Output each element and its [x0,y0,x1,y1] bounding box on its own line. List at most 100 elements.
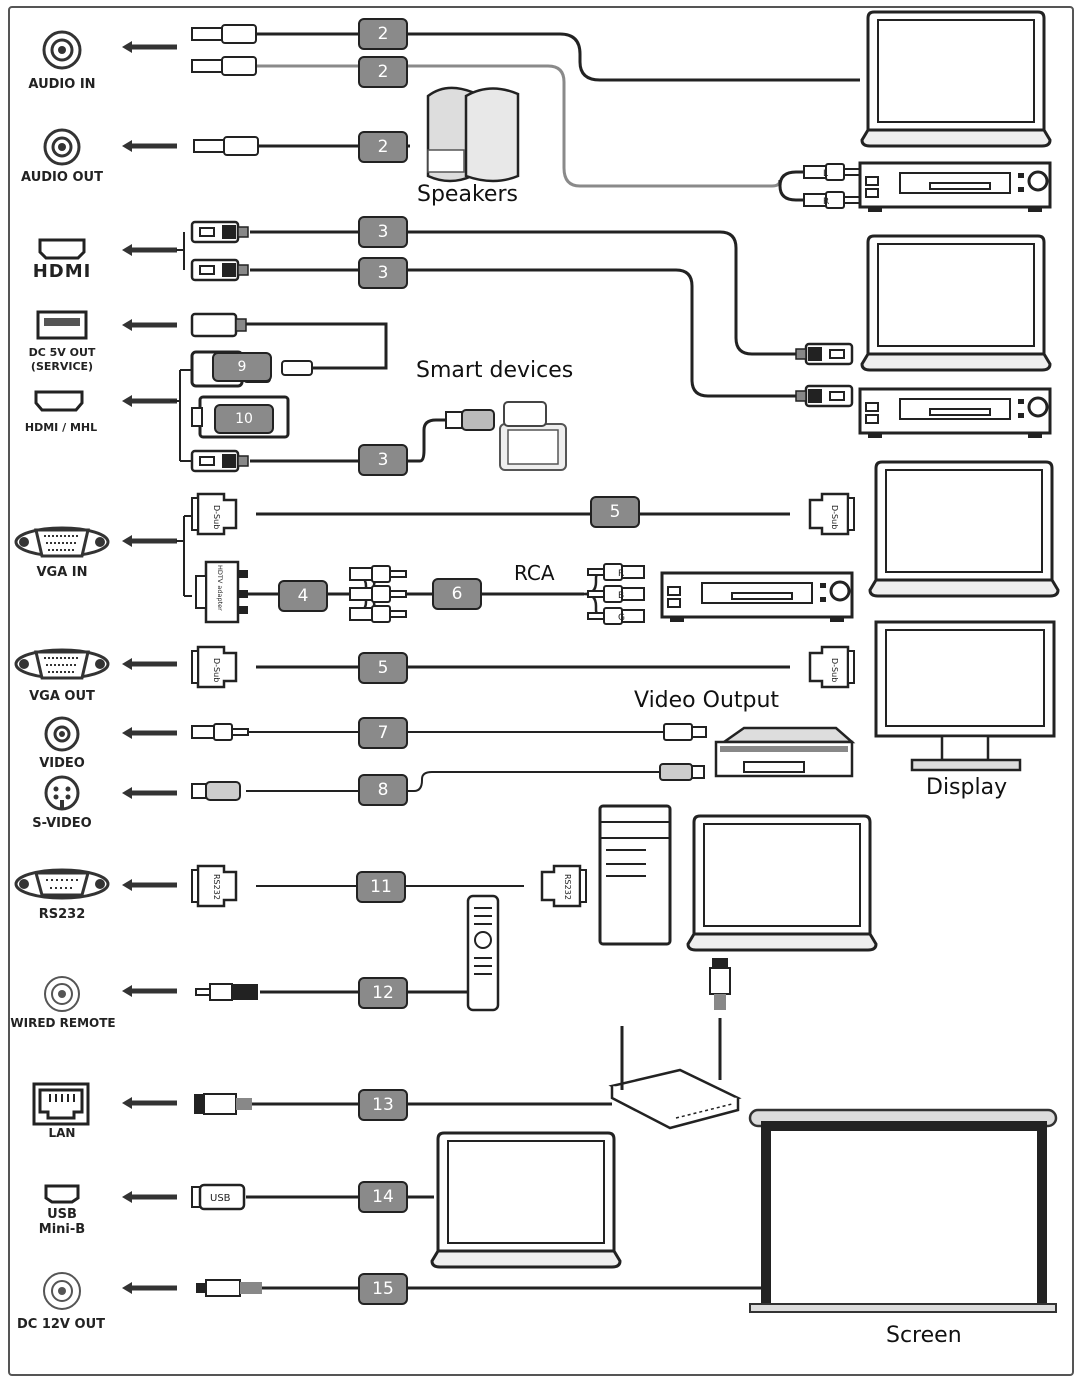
cable-badge: 14 [358,1181,408,1213]
hdmi-plug-icon [190,449,250,473]
cable-badge: 7 [358,717,408,749]
svg-text:D-Sub: D-Sub [212,658,221,682]
device-label-video-output: Video Output [634,688,780,713]
port-label-hdmi-mhl: HDMI / MHL [24,421,98,434]
cable-badge: 5 [358,652,408,684]
device-label-screen: Screen [886,1323,962,1348]
cable-badge: 9 [212,352,272,382]
rca-plug-icon [663,723,707,741]
svg-text:L: L [823,169,828,179]
dvd-player-icon [714,726,856,778]
arrow-icon [122,41,177,1294]
vcr-icon [660,571,854,624]
cable-badge: 2 [358,18,408,50]
vga-in-port-icon [14,526,110,558]
lan-cable-plug-icon [709,958,731,1010]
diagram-frame [8,6,1074,1376]
hdmi-mhl-port-icon [34,390,84,412]
hdmi-plug-icon [190,220,250,244]
projection-screen-icon [748,1108,1058,1313]
svg-text:USB: USB [210,1193,231,1204]
port-label-dc5v-out: DC 5V OUT (SERVICE) [28,346,96,373]
svideo-jack-icon [44,775,80,811]
device-label-rca: RCA [514,561,555,585]
cable-badge: 3 [358,216,408,248]
vcr-icon [858,161,1052,214]
cable-badge: 4 [278,580,328,612]
port-label-usb-mini-b: USB Mini-B [38,1207,86,1237]
cable-badge: 11 [356,871,406,903]
svg-text:R: R [618,569,624,579]
component-plugs-icon [587,563,645,625]
audio-plug-icon [191,56,257,76]
svg-text:R: R [823,197,829,207]
laptop-icon [860,10,1052,148]
svg-text:RS232: RS232 [212,874,221,900]
usb-mini-b-port-icon [44,1184,80,1204]
svg-text:D-Sub: D-Sub [830,658,839,682]
cable-badge: 3 [358,444,408,476]
hdmi-plug-icon [794,342,854,366]
port-label-vga-in: VGA IN [36,565,88,580]
connector-tags: D-Sub D-Sub D-Sub D-Sub RS232 RS232 HDTV… [210,505,839,1204]
component-adapter-icon [195,560,248,624]
cable-badge: 6 [432,578,482,610]
laptop-icon [430,1131,622,1269]
svg-text:G: G [618,613,625,623]
component-plugs-icon [349,565,407,623]
rca-plug-icon [803,191,861,209]
cable-badge: 5 [590,496,640,528]
audio-plug-icon [191,24,257,44]
cables [170,32,860,1290]
cable-badge: 15 [358,1273,408,1305]
svideo-plug-icon [659,763,705,781]
wired-remote-jack-icon [44,976,80,1012]
device-label-speakers: Speakers [417,182,518,207]
svg-text:RS232: RS232 [563,874,572,900]
audio-in-jack-icon [42,30,82,70]
cable-badge: 8 [358,774,408,806]
monitor-icon [874,620,1056,772]
rca-sub-labels: L R R B G [618,169,829,623]
smart-devices-icon [499,401,567,471]
cable-badge: 13 [358,1089,408,1121]
rs232-port-icon [14,868,110,900]
audio-out-jack-icon [43,128,81,166]
port-label-audio-in: AUDIO IN [28,77,96,92]
port-label-vga-out: VGA OUT [29,689,95,704]
port-label-hdmi: HDMI [32,261,92,282]
dc12v-jack-icon [43,1272,81,1310]
dc-plug-icon [196,1279,262,1297]
laptop-icon [686,814,878,952]
device-label-smart-devices: Smart devices [416,358,574,383]
port-label-s-video: S-VIDEO [32,816,92,831]
laptop-icon [860,234,1052,372]
rca-plug-icon [191,723,249,741]
cable-badge: 2 [358,131,408,163]
svg-text:D-Sub: D-Sub [212,505,221,529]
lan-plug-icon [194,1093,252,1115]
vcr-icon [858,387,1052,440]
cable-badge: 10 [214,404,274,434]
remote-control-icon [466,894,500,1012]
cable-badge: 3 [358,257,408,289]
usb-mini-plug-icon [191,1183,246,1211]
cable-badge: 12 [358,977,408,1009]
hdmi-plug-icon [190,258,250,282]
svg-text:HDTV adapter: HDTV adapter [216,565,224,611]
usb-plug-icon [190,312,247,338]
remote-plug-icon [195,983,258,1001]
usb-port-icon [36,310,88,340]
svg-text:D-Sub: D-Sub [830,505,839,529]
cable-badge: 2 [358,56,408,88]
speakers-icon [426,86,520,183]
router-icon [608,1026,742,1130]
hdmi-plug-icon [794,384,854,408]
laptop-icon [868,460,1060,598]
hdmi-port-icon [38,238,86,260]
port-label-video: VIDEO [39,756,85,771]
port-label-audio-out: AUDIO OUT [21,170,103,185]
port-label-lan: LAN [48,1126,76,1140]
